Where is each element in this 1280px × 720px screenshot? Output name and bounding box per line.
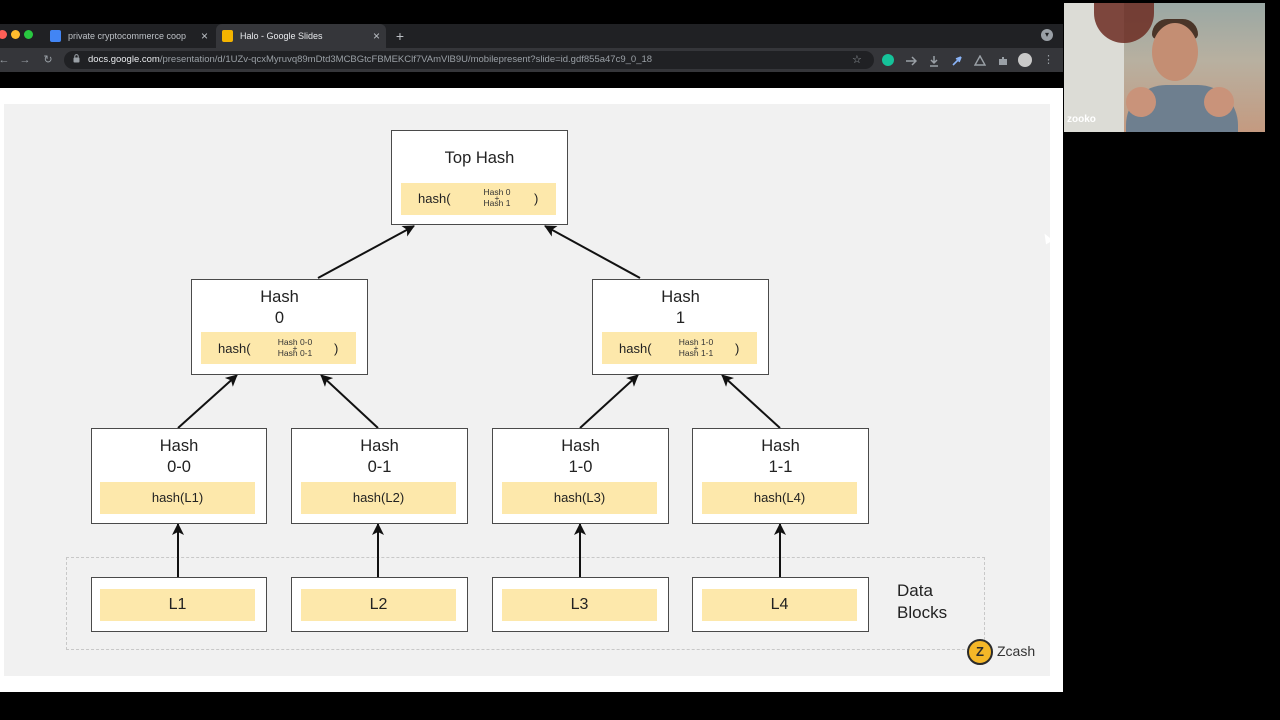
formula-text: hash(L4) <box>753 490 806 505</box>
bookmark-star-icon[interactable]: ☆ <box>852 54 862 66</box>
tab-halo-google-slides[interactable]: Halo - Google Slides × <box>216 24 386 48</box>
data-blocks-label-line1: Data <box>897 581 933 600</box>
input-b: Hash 1 <box>483 198 511 208</box>
node-label-line1: Hash <box>360 437 399 455</box>
formula-suffix: ) <box>334 341 339 356</box>
input-b: Hash 1-1 <box>678 348 714 358</box>
rocket-icon[interactable] <box>951 54 963 66</box>
tab-close-icon[interactable]: × <box>372 29 380 43</box>
google-docs-icon <box>50 30 61 42</box>
download-icon[interactable] <box>928 54 940 67</box>
node-label-line2: 0 <box>274 309 285 327</box>
input-b: Hash 0-1 <box>277 348 313 358</box>
node-label-line2: 0-1 <box>367 458 392 476</box>
forward-button[interactable]: → <box>19 54 31 66</box>
data-block-l1-value: L1 <box>100 589 255 621</box>
browser-menu-button[interactable]: ⋮ <box>1043 54 1054 66</box>
tab-private-cryptocommerce[interactable]: private cryptocommerce coop × <box>44 24 214 48</box>
data-block-l2-value: L2 <box>301 589 456 621</box>
zcash-logo-glyph: Z <box>976 644 984 659</box>
formula-prefix: hash( <box>218 341 251 356</box>
data-block-l4-value: L4 <box>702 589 857 621</box>
zcash-brand-name: Zcash <box>997 643 1036 659</box>
formula-text: hash(L1) <box>151 490 204 505</box>
block-text: L1 <box>168 596 187 613</box>
google-slides-icon <box>222 30 233 42</box>
video-person-head <box>1152 23 1198 81</box>
input-a: Hash 1-0 <box>678 337 714 347</box>
node-label: Top Hash <box>444 149 515 167</box>
node-label-line1: Hash <box>661 288 700 306</box>
block-text: L4 <box>770 596 789 613</box>
formula-inputs: Hash 0-0 + Hash 0-1 <box>271 337 319 359</box>
node-label-line1: Hash <box>260 288 299 306</box>
hash-1-0-formula: hash(L3) <box>502 482 657 514</box>
new-tab-button[interactable]: + <box>395 28 405 44</box>
presentation-top-bar <box>0 72 1063 88</box>
tab-title: private cryptocommerce coop <box>68 31 187 41</box>
close-window-button[interactable] <box>0 30 7 39</box>
data-blocks-label-line2: Blocks <box>897 603 948 622</box>
formula-text: hash(L3) <box>553 490 606 505</box>
lock-icon <box>73 54 80 63</box>
tab-bar <box>0 24 1063 48</box>
formula-prefix: hash( <box>418 191 451 206</box>
url-host: docs.google.com <box>88 54 160 65</box>
hash-0-0-formula: hash(L1) <box>100 482 255 514</box>
formula-prefix: hash( <box>619 341 652 356</box>
participant-name: zooko <box>1067 114 1096 125</box>
zoom-window-button[interactable] <box>24 30 33 39</box>
tab-search-button[interactable]: ▾ <box>1041 29 1053 41</box>
puzzle-icon[interactable] <box>997 54 1009 66</box>
data-block-l3-value: L3 <box>502 589 657 621</box>
node-label-line2: 1-1 <box>768 458 793 476</box>
input-a: Hash 0-0 <box>277 337 313 347</box>
video-person-hand-left <box>1126 87 1156 117</box>
formula-text: hash(L2) <box>352 490 405 505</box>
block-text: L2 <box>369 596 388 613</box>
video-person-hand-right <box>1204 87 1234 117</box>
send-icon[interactable] <box>905 54 918 66</box>
block-text: L3 <box>570 596 589 613</box>
url-path: /presentation/d/1UZv-qcxMyruvq89mDtd3MCB… <box>159 54 653 65</box>
hash-0-formula: hash( Hash 0-0 + Hash 0-1 ) <box>201 332 356 364</box>
url-text[interactable]: docs.google.com/presentation/d/1UZv-qcxM… <box>88 51 652 69</box>
grammarly-icon[interactable] <box>882 54 894 66</box>
input-a: Hash 0 <box>483 187 511 197</box>
address-bar[interactable] <box>64 51 874 69</box>
node-label-line1: Hash <box>159 437 199 455</box>
node-label-line2: 0-0 <box>167 458 191 476</box>
participant-video-tile[interactable] <box>1064 3 1265 132</box>
formula-inputs: Hash 1-0 + Hash 1-1 <box>672 337 720 359</box>
formula-suffix: ) <box>534 191 539 206</box>
top-hash-formula: hash( Hash 0 + Hash 1 ) <box>401 183 556 215</box>
node-label-line2: 1 <box>675 309 686 327</box>
node-label-line1: Hash <box>561 437 600 455</box>
hash-1-1-formula: hash(L4) <box>702 482 857 514</box>
node-label-line2: 1-0 <box>568 458 593 476</box>
tab-title: Halo - Google Slides <box>240 31 323 41</box>
zcash-logo-icon: Z <box>967 639 993 665</box>
hash-1-formula: hash( Hash 1-0 + Hash 1-1 ) <box>602 332 757 364</box>
drive-icon[interactable] <box>973 54 987 66</box>
minimize-window-button[interactable] <box>11 30 20 39</box>
tab-close-icon[interactable]: × <box>200 29 208 43</box>
hash-0-1-formula: hash(L2) <box>301 482 456 514</box>
back-button[interactable]: ← <box>0 54 10 66</box>
formula-suffix: ) <box>735 341 740 356</box>
data-blocks-region <box>66 557 985 650</box>
reload-button[interactable]: ↻ <box>43 54 53 66</box>
node-label-line1: Hash <box>761 437 800 455</box>
formula-inputs: Hash 0 + Hash 1 <box>475 187 519 209</box>
profile-avatar[interactable] <box>1018 53 1032 67</box>
